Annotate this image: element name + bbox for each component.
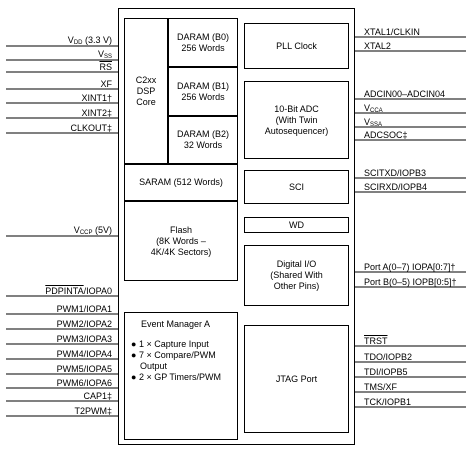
flash-block: Flash (8K Words – 4K/4K Sectors) [124, 201, 238, 281]
pin-scirxd: SCIRXD/IOPB4 [364, 182, 428, 192]
pin-vssa: VSSA [364, 117, 383, 128]
event-manager-title: Event Manager A [141, 319, 211, 329]
pin-vccp: VCCP (5V) [73, 225, 112, 236]
pin-port-b: Port B(0–5) IOPB[0:5]† [364, 277, 457, 287]
pin-xint2: XINT2‡ [81, 108, 112, 118]
sci-label: SCI [288, 181, 304, 192]
daram-b1-label: DARAM (B1) 256 Words [176, 80, 229, 102]
chip-outline [118, 8, 355, 445]
pin-t2pwm: T2PWM‡ [74, 406, 112, 416]
pin-xtal1: XTAL1/CLKIN [364, 27, 420, 37]
pll-clock-label: PLL Clock [276, 40, 317, 51]
saram-block: SARAM (512 Words) [124, 164, 238, 201]
digital-io-block: Digital I/O (Shared With Other Pins) [244, 245, 349, 306]
pin-tms: TMS/XF [364, 382, 397, 392]
em-item-capture: ● 1 × Capture Input [131, 339, 209, 349]
digital-io-label: Digital I/O (Shared With Other Pins) [270, 259, 323, 291]
em-item-output: Output [140, 361, 168, 371]
adc-block: 10-Bit ADC (With Twin Autosequencer) [244, 81, 349, 159]
pin-clkout: CLKOUT‡ [70, 123, 112, 133]
wd-label: WD [289, 219, 304, 230]
pll-clock-block: PLL Clock [244, 23, 349, 69]
pin-pwm2: PWM2/IOPA2 [56, 319, 112, 329]
daram-b0-label: DARAM (B0) 256 Words [176, 31, 229, 53]
sci-block: SCI [244, 170, 349, 204]
event-manager-list: ● 1 × Capture Input ● 7 × Compare/PWM Ou… [131, 339, 221, 383]
daram-b2-block: DARAM (B2) 32 Words [168, 116, 238, 164]
flash-label: Flash (8K Words – 4K/4K Sectors) [150, 224, 212, 257]
dsp-core-label: C2xx DSP Core [135, 74, 157, 107]
daram-b1-block: DARAM (B1) 256 Words [168, 67, 238, 116]
pin-pwm4: PWM4/IOPA4 [56, 349, 112, 359]
pin-adcsoc: ADCSOC‡ [364, 130, 408, 140]
pin-tdo: TDO/IOPB2 [364, 352, 413, 362]
pin-rs: RS [99, 62, 112, 72]
saram-label: SARAM (512 Words) [139, 177, 223, 187]
pin-pdpinta: PDPINTA/IOPA0 [45, 286, 112, 296]
pin-trst: TRST [364, 336, 388, 346]
em-item-compare: ● 7 × Compare/PWM [131, 350, 216, 360]
adc-label: 10-Bit ADC (With Twin Autosequencer) [264, 103, 329, 136]
pin-xint1: XINT1† [81, 93, 112, 103]
event-manager-block: Event Manager A ● 1 × Capture Input ● 7 … [124, 312, 238, 440]
pin-port-a: Port A(0–7) IOPA[0:7]† [364, 262, 456, 272]
jtag-port-block: JTAG Port [244, 325, 349, 433]
jtag-port-label: JTAG Port [275, 373, 318, 384]
pin-tck: TCK/IOPB1 [364, 397, 412, 407]
pin-scitxd: SCITXD/IOPB3 [364, 168, 427, 178]
pin-adcin: ADCIN00–ADCIN04 [364, 89, 446, 99]
pin-pwm3: PWM3/IOPA3 [56, 334, 112, 344]
pin-cap1: CAP1‡ [83, 391, 112, 401]
wd-block: WD [244, 217, 349, 233]
dsp-core-block: C2xx DSP Core [124, 18, 168, 164]
daram-b0-block: DARAM (B0) 256 Words [168, 18, 238, 67]
pin-vcca: VCCA [364, 103, 383, 114]
pin-vdd: VDD (3.3 V) [67, 35, 112, 46]
em-item-timers: ● 2 × GP Timers/PWM [131, 372, 222, 382]
pin-tdi: TDI/IOPB5 [364, 367, 408, 377]
pin-xf: XF [100, 79, 112, 89]
pin-pwm1: PWM1/IOPA1 [56, 304, 112, 314]
daram-b2-label: DARAM (B2) 32 Words [176, 129, 229, 150]
pin-xtal2: XTAL2 [364, 41, 391, 51]
pin-pwm6: PWM6/IOPA6 [56, 378, 112, 388]
pin-vss: VSS [97, 49, 112, 60]
pin-pwm5: PWM5/IOPA5 [56, 364, 112, 374]
